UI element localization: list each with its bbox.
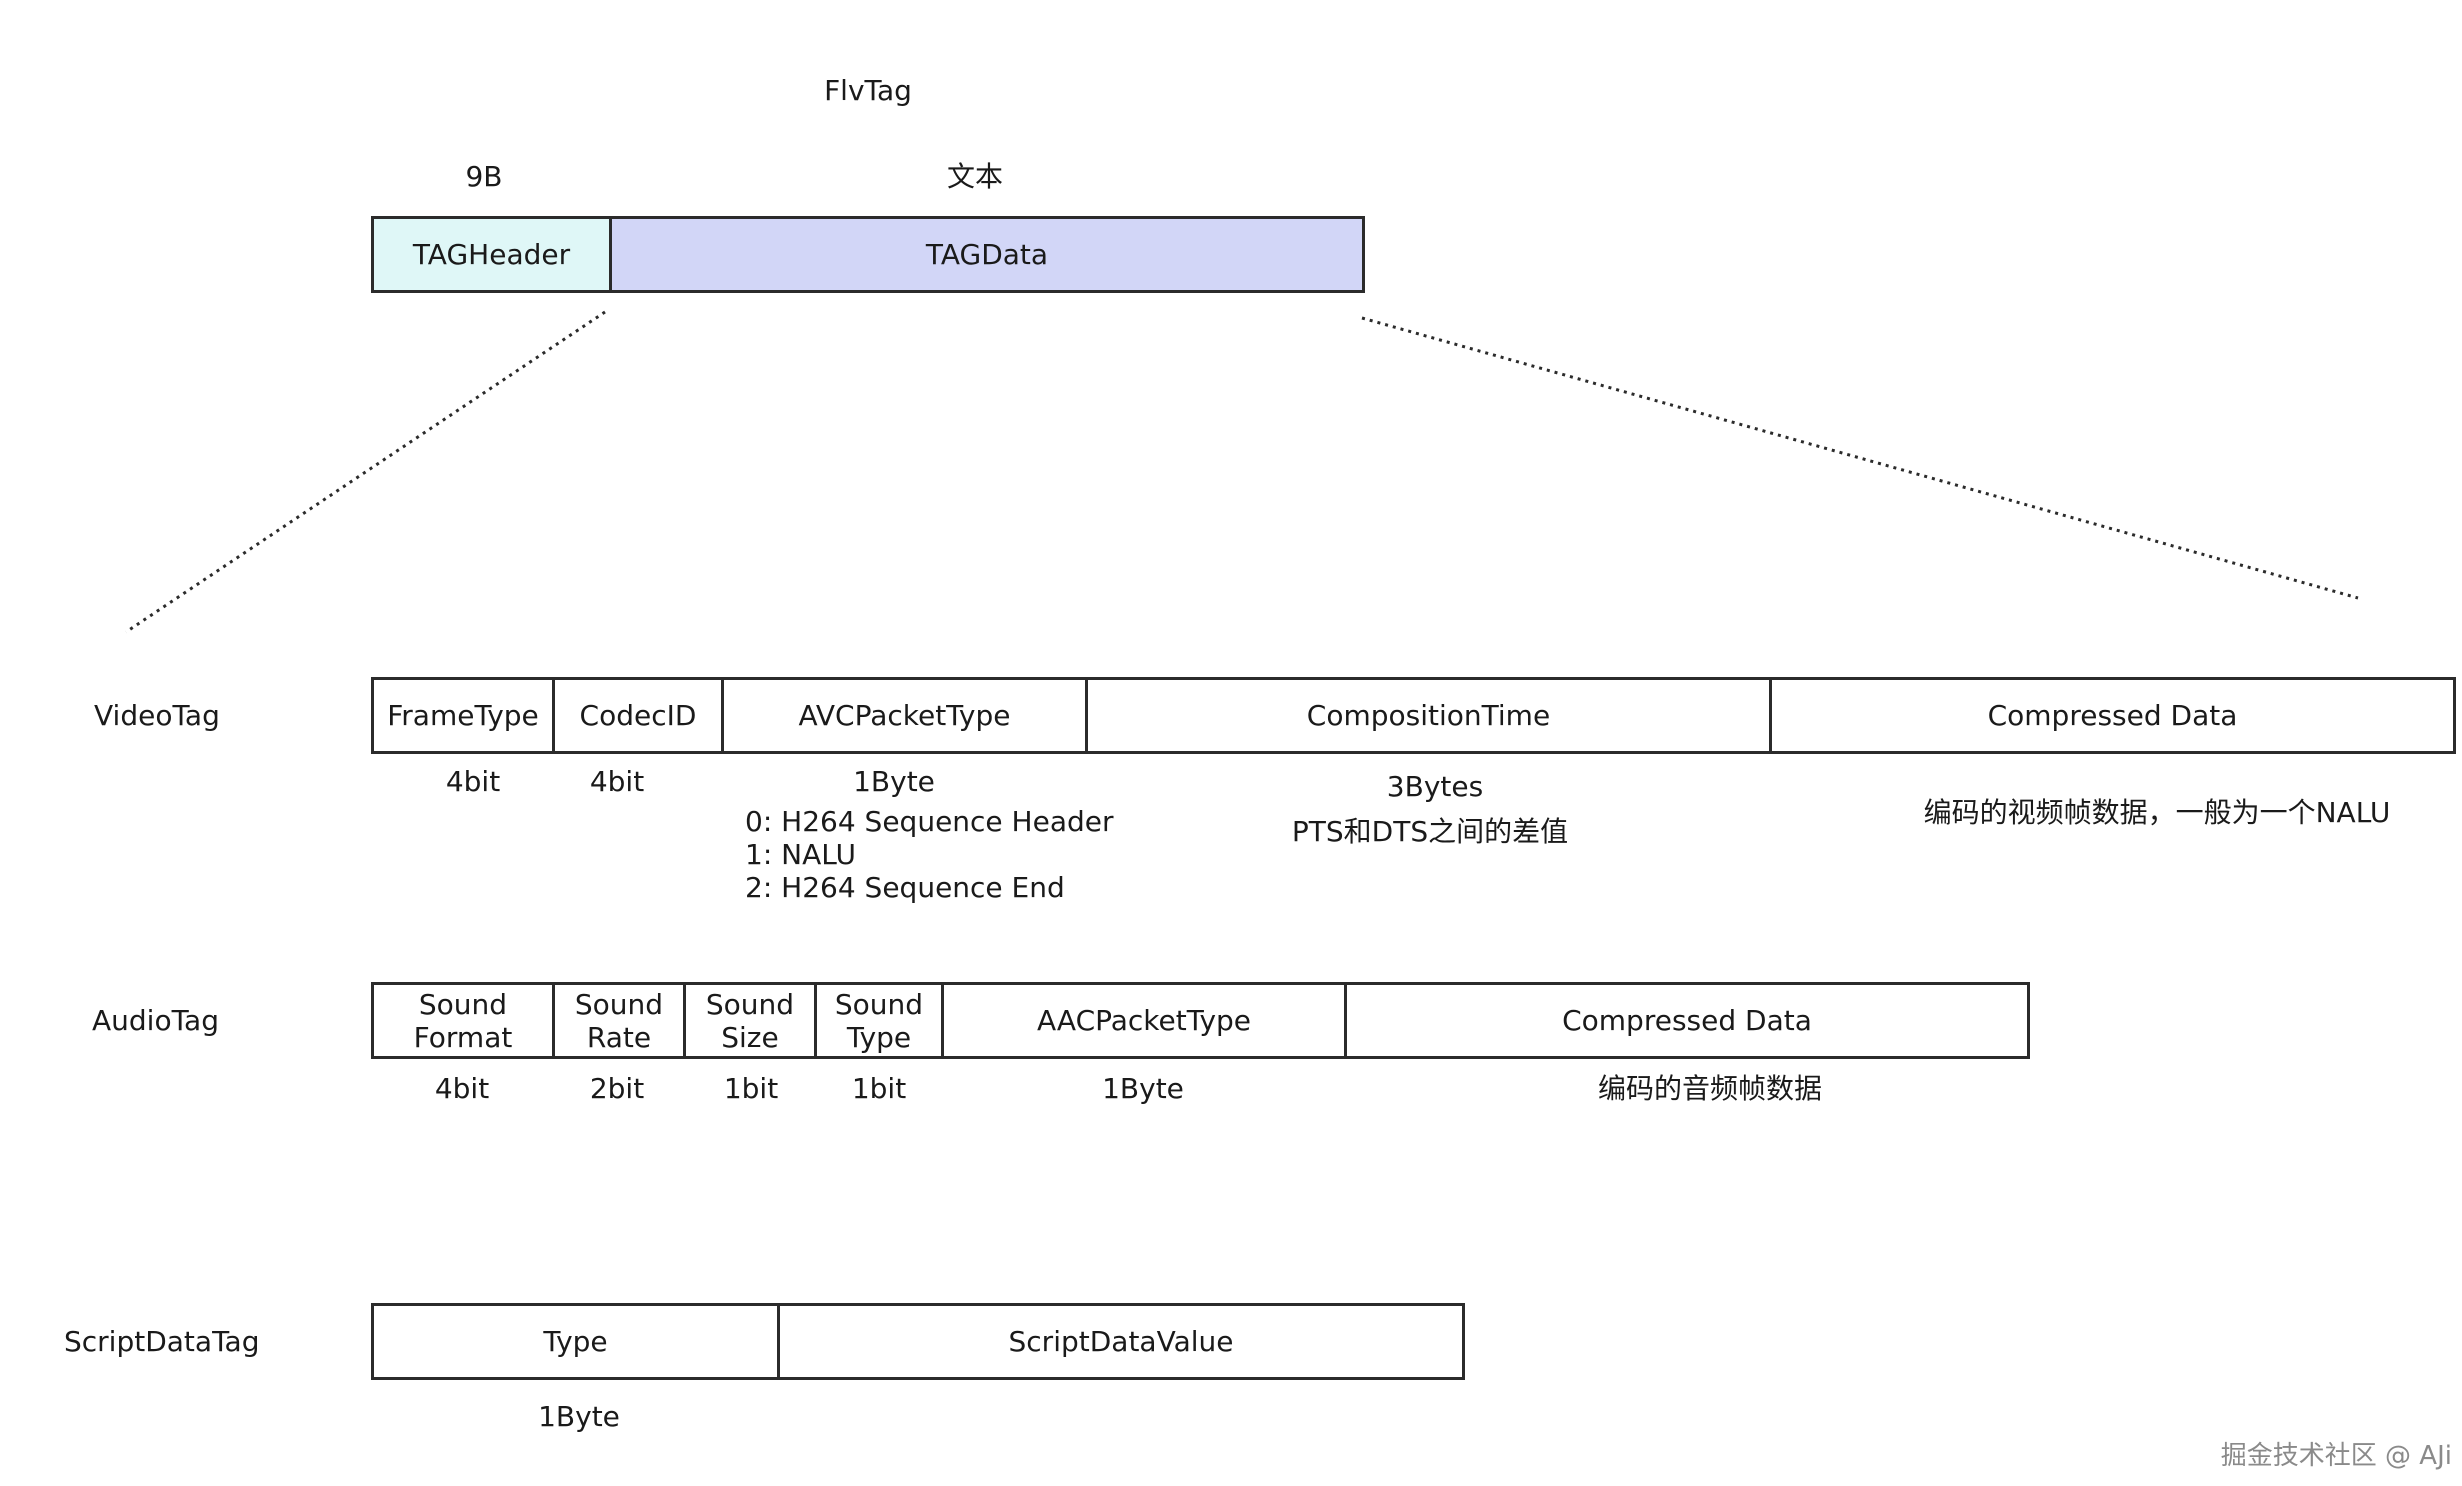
frame-type-size: 4bit — [445, 765, 501, 798]
tag-data-size: 文本 — [946, 160, 1004, 193]
avc-packet-type-cell: AVCPacketType — [724, 680, 1088, 751]
avc-packet-type-values: 0: H264 Sequence Header 1: NALU 2: H264 … — [745, 805, 1114, 904]
sound-type-size: 1bit — [851, 1072, 907, 1105]
codec-id-cell: CodecID — [555, 680, 724, 751]
tag-header-cell: TAGHeader — [374, 219, 612, 290]
right-expansion-line — [1361, 316, 2359, 600]
tag-data-cell: TAGData — [612, 219, 1362, 290]
sound-size-size: 1bit — [723, 1072, 779, 1105]
script-type-cell: Type — [374, 1306, 780, 1377]
frame-type-cell: FrameType — [374, 680, 555, 751]
audiotag-label: AudioTag — [92, 1004, 219, 1037]
video-compressed-data-cell: Compressed Data — [1987, 699, 2238, 732]
composition-time-note: PTS和DTS之间的差值 — [1291, 815, 1569, 848]
audio-data-note: 编码的音频帧数据 — [1597, 1072, 1823, 1105]
aac-packet-type-size: 1Byte — [1102, 1072, 1184, 1105]
flvtag-row: TAGHeader TAGData — [371, 216, 1365, 293]
script-data-value-cell: ScriptDataValue — [1008, 1325, 1234, 1358]
flvtag-title: FlvTag — [824, 74, 912, 107]
composition-time-size: 3Bytes — [1386, 770, 1484, 803]
sound-format-cell: Sound Format — [374, 985, 555, 1056]
videotag-row: FrameType CodecID AVCPacketType Composit… — [371, 677, 2456, 754]
tag-header-size: 9B — [465, 160, 503, 193]
sound-size-cell: Sound Size — [686, 985, 817, 1056]
video-data-note: 编码的视频帧数据，一般为一个NALU — [1923, 796, 2391, 829]
script-type-size: 1Byte — [538, 1400, 620, 1433]
aac-packet-type-cell: AACPacketType — [944, 985, 1347, 1056]
audiotag-row: Sound Format Sound Rate Sound Size Sound… — [371, 982, 2030, 1059]
videotag-label: VideoTag — [94, 699, 220, 732]
audio-compressed-data-cell: Compressed Data — [1562, 1004, 1812, 1037]
sound-rate-size: 2bit — [589, 1072, 645, 1105]
sound-type-cell: Sound Type — [817, 985, 944, 1056]
codec-id-size: 4bit — [589, 765, 645, 798]
sound-rate-cell: Sound Rate — [555, 985, 686, 1056]
left-expansion-line — [125, 310, 606, 634]
composition-time-cell: CompositionTime — [1088, 680, 1772, 751]
sound-format-size: 4bit — [434, 1072, 490, 1105]
scriptdatatag-row: Type ScriptDataValue — [371, 1303, 1465, 1380]
scriptdatatag-label: ScriptDataTag — [64, 1325, 260, 1358]
avc-packet-type-size: 1Byte — [853, 765, 935, 798]
watermark: 掘金技术社区 @ AJi — [2220, 1441, 2452, 1471]
